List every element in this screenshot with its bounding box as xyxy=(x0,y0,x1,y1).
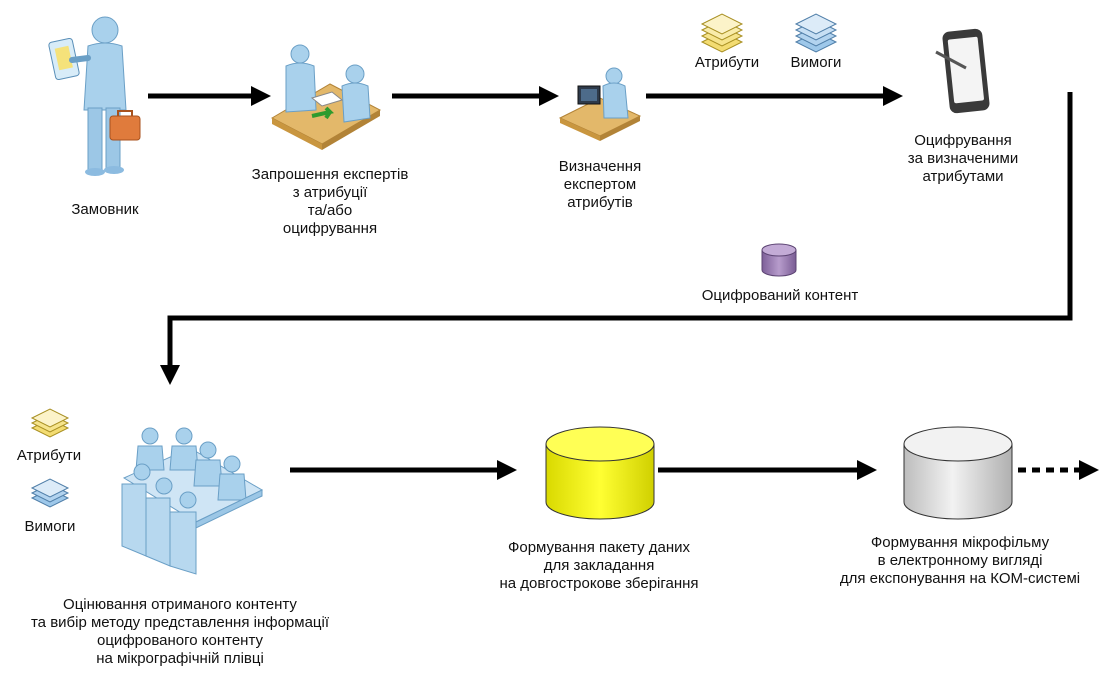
expert-meeting-icon xyxy=(270,44,382,150)
attributes-docs-icon-left xyxy=(30,408,70,438)
microfilm-line-1: Формування мікрофільму xyxy=(870,534,1050,551)
invite-experts-line-2: з атрибуції xyxy=(292,184,368,201)
invite-experts-line-3: та/або xyxy=(307,202,353,219)
left-requirements-label: Вимоги xyxy=(24,518,76,535)
evaluate-content-line-2: та вибір методу представлення інформації xyxy=(30,614,330,631)
top-attributes-label: Атрибути xyxy=(694,54,760,71)
tablet-stylus-icon xyxy=(935,28,990,114)
define-attributes-line-2: експертом xyxy=(563,176,637,193)
top-requirements-label: Вимоги xyxy=(790,54,842,71)
microfilm-line-2: в електронному вигляді xyxy=(877,552,1043,569)
data-package-line-1: Формування пакету даних xyxy=(507,539,691,556)
define-attributes-line-1: Визначення xyxy=(558,158,642,175)
invite-experts-line-1: Запрошення експертів xyxy=(251,166,409,183)
flow-arrows xyxy=(148,86,1099,480)
attributes-docs-icon-top xyxy=(700,13,744,53)
customer-person-icon xyxy=(48,16,141,176)
evaluate-content-line-3: оцифрованого контенту xyxy=(97,632,263,649)
invite-experts-label: Запрошення експертів з атрибуції та/або … xyxy=(225,166,435,238)
customer-label: Замовник xyxy=(71,201,139,218)
digital-content-label: Оцифрований контент xyxy=(701,287,859,304)
digitize-line-1: Оцифрування xyxy=(914,132,1012,149)
left-attributes-label: Атрибути xyxy=(16,447,82,464)
evaluate-content-line-4: на мікрографічній плівці xyxy=(96,650,264,667)
digitize-line-3: атрибутами xyxy=(922,168,1004,185)
evaluate-content-line-1: Оцінювання отриманого контенту xyxy=(63,596,297,613)
data-package-line-3: на довгострокове зберігання xyxy=(499,575,699,592)
data-package-label: Формування пакету даних для закладання н… xyxy=(484,539,714,593)
expert-computer-icon xyxy=(558,67,642,141)
arrow-digitize-to-evaluate xyxy=(160,92,1073,385)
invite-experts-line-4: оцифрування xyxy=(282,220,378,237)
microfilm-db-icon xyxy=(903,426,1013,520)
define-attributes-label: Визначення експертом атрибутів xyxy=(540,158,660,212)
expert-board-icon xyxy=(121,427,264,575)
microfilm-line-3: для експонування на КОМ-системі xyxy=(839,570,1081,587)
requirements-docs-icon-top xyxy=(794,13,838,53)
data-package-line-2: для закладання xyxy=(543,557,655,574)
define-attributes-line-3: атрибутів xyxy=(567,194,633,211)
digital-content-db-icon xyxy=(761,243,797,277)
requirements-docs-icon-left xyxy=(30,478,70,508)
evaluate-content-label: Оцінювання отриманого контенту та вибір … xyxy=(20,596,340,668)
digitize-label: Оцифрування за визначеними атрибутами xyxy=(888,132,1038,186)
microfilm-label: Формування мікрофільму в електронному ви… xyxy=(830,534,1090,588)
digitize-line-2: за визначеними xyxy=(907,150,1019,167)
data-package-db-icon xyxy=(545,426,655,520)
